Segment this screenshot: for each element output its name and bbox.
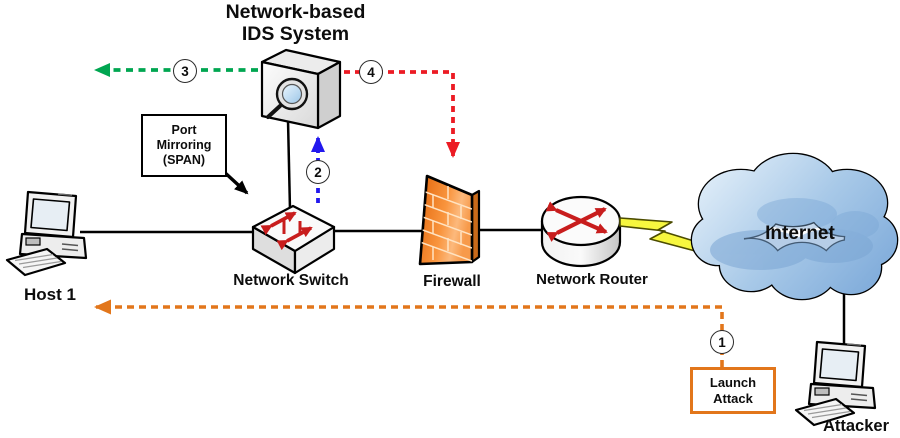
port-mirroring-line1: Port (171, 123, 197, 137)
attacker-computer-icon (794, 340, 877, 427)
launch-attack-line2: Attack (713, 390, 753, 406)
firewall-icon (418, 174, 481, 266)
network-router-icon (540, 195, 622, 268)
launch-attack-callout: Launch Attack (690, 367, 776, 414)
flow-4-response-path (344, 70, 460, 158)
port-mirroring-callout: Port Mirroring (SPAN) (141, 114, 227, 177)
cloud-inner-puffs (710, 198, 879, 270)
switch-traffic-arrows (260, 211, 313, 251)
network-links (80, 119, 846, 350)
step-badge-1: 1 (710, 330, 734, 354)
magnifier-icon (266, 77, 309, 119)
network-switch-label: Network Switch (233, 272, 349, 289)
brick-pattern (420, 186, 472, 262)
host-label: Host 1 (24, 285, 76, 304)
network-router-label: Network Router (536, 271, 648, 288)
diagram-title: Network-based IDS System (193, 1, 398, 45)
firewall-label: Firewall (423, 273, 481, 290)
internet-cloud-icon (690, 152, 899, 301)
launch-attack-line1: Launch (709, 374, 757, 390)
step-badge-2: 2 (306, 160, 330, 184)
attacker-label: Attacker (822, 417, 890, 435)
ids-device-icon (260, 48, 342, 130)
internet-label: Internet (765, 223, 835, 244)
host-computer-icon (5, 190, 88, 277)
title-line2: IDS System (241, 23, 350, 45)
network-switch-icon (251, 204, 336, 275)
link-ids-switch (286, 119, 292, 211)
step-badge-3: 3 (173, 59, 197, 83)
port-mirroring-line3: (SPAN) (162, 153, 206, 167)
title-line1: Network-based (225, 1, 366, 23)
port-mirroring-line2: Mirroring (156, 138, 212, 152)
step-badge-4: 4 (359, 60, 383, 84)
router-traffic-arrows (545, 201, 608, 242)
flow-1-attack-path (94, 299, 724, 367)
